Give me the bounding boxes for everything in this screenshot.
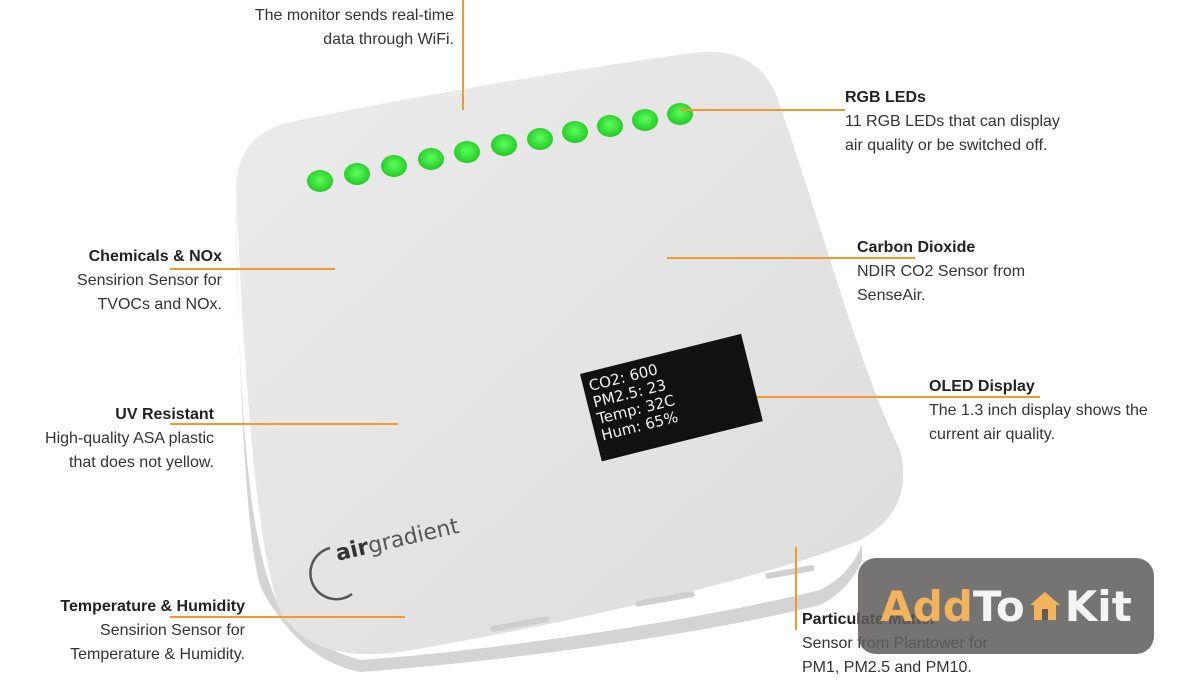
- house-icon: [1029, 592, 1060, 620]
- annotation-temperature-humidity: Temperature & Humidity Sensirion Sensor …: [60, 598, 245, 663]
- annotation-chemicals: Chemicals & NOx Sensirion Sensor for TVO…: [77, 248, 222, 313]
- led: [307, 170, 333, 192]
- annotation-oled-display: OLED Display The 1.3 inch display shows …: [929, 378, 1148, 443]
- led: [418, 148, 444, 170]
- device-vents: [490, 565, 815, 632]
- leader-lines: [170, 0, 1040, 630]
- led: [667, 103, 693, 125]
- annotation-rgb-leds: RGB LEDs 11 RGB LEDs that can display ai…: [845, 89, 1060, 154]
- airgradient-logo-ring: [309, 546, 353, 601]
- annotation-uv-resistant: UV Resistant High-quality ASA plastic th…: [45, 406, 214, 471]
- led-row: [307, 103, 693, 192]
- led: [527, 128, 553, 150]
- led: [454, 141, 480, 163]
- led: [381, 155, 407, 177]
- led: [491, 134, 517, 156]
- led: [632, 109, 658, 131]
- led: [344, 163, 370, 185]
- device-top: [236, 51, 904, 655]
- led: [562, 121, 588, 143]
- annotation-carbon-dioxide: Carbon Dioxide NDIR CO2 Sensor from Sens…: [857, 239, 1026, 304]
- annotation-wifi: The monitor sends real-time data through…: [254, 7, 454, 48]
- led: [597, 115, 623, 137]
